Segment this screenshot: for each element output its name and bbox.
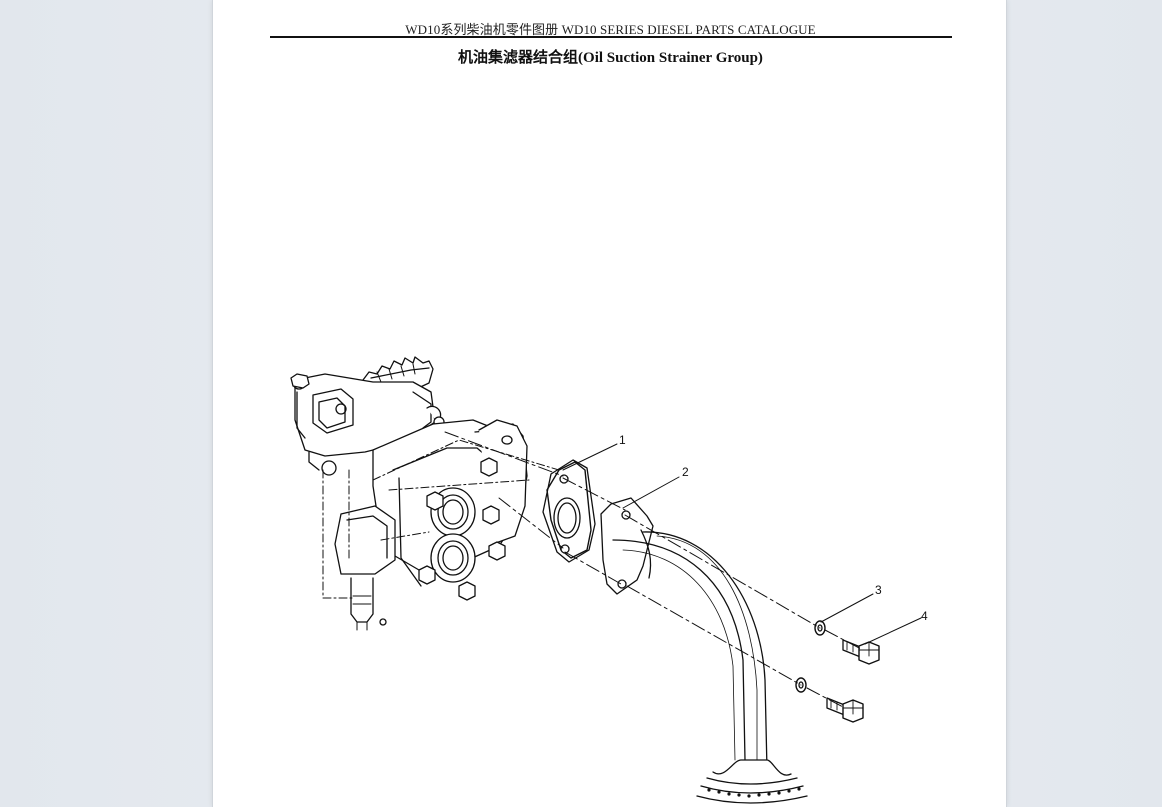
part-2-suction-pipe — [600, 497, 808, 804]
header-rule — [270, 36, 952, 38]
part-4-bolts — [826, 639, 880, 723]
callout-1: 1 — [619, 433, 626, 447]
callout-3: 3 — [875, 583, 882, 597]
part-1-gasket — [542, 459, 596, 563]
oil-pump-assembly — [290, 356, 580, 631]
running-header: WD10系列柴油机零件图册 WD10 SERIES DIESEL PARTS C… — [405, 22, 816, 37]
part-3-washers — [795, 620, 826, 693]
callout-2: 2 — [682, 465, 689, 479]
catalogue-page: WD10系列柴油机零件图册 WD10 SERIES DIESEL PARTS C… — [213, 0, 1006, 807]
assembly-centerlines — [444, 431, 864, 709]
callout-4: 4 — [921, 609, 928, 623]
leader-lines — [562, 443, 922, 645]
exploded-parts-diagram: 1 2 3 4 — [290, 356, 928, 804]
page-title: 机油集滤器结合组(Oil Suction Strainer Group) — [458, 50, 763, 66]
